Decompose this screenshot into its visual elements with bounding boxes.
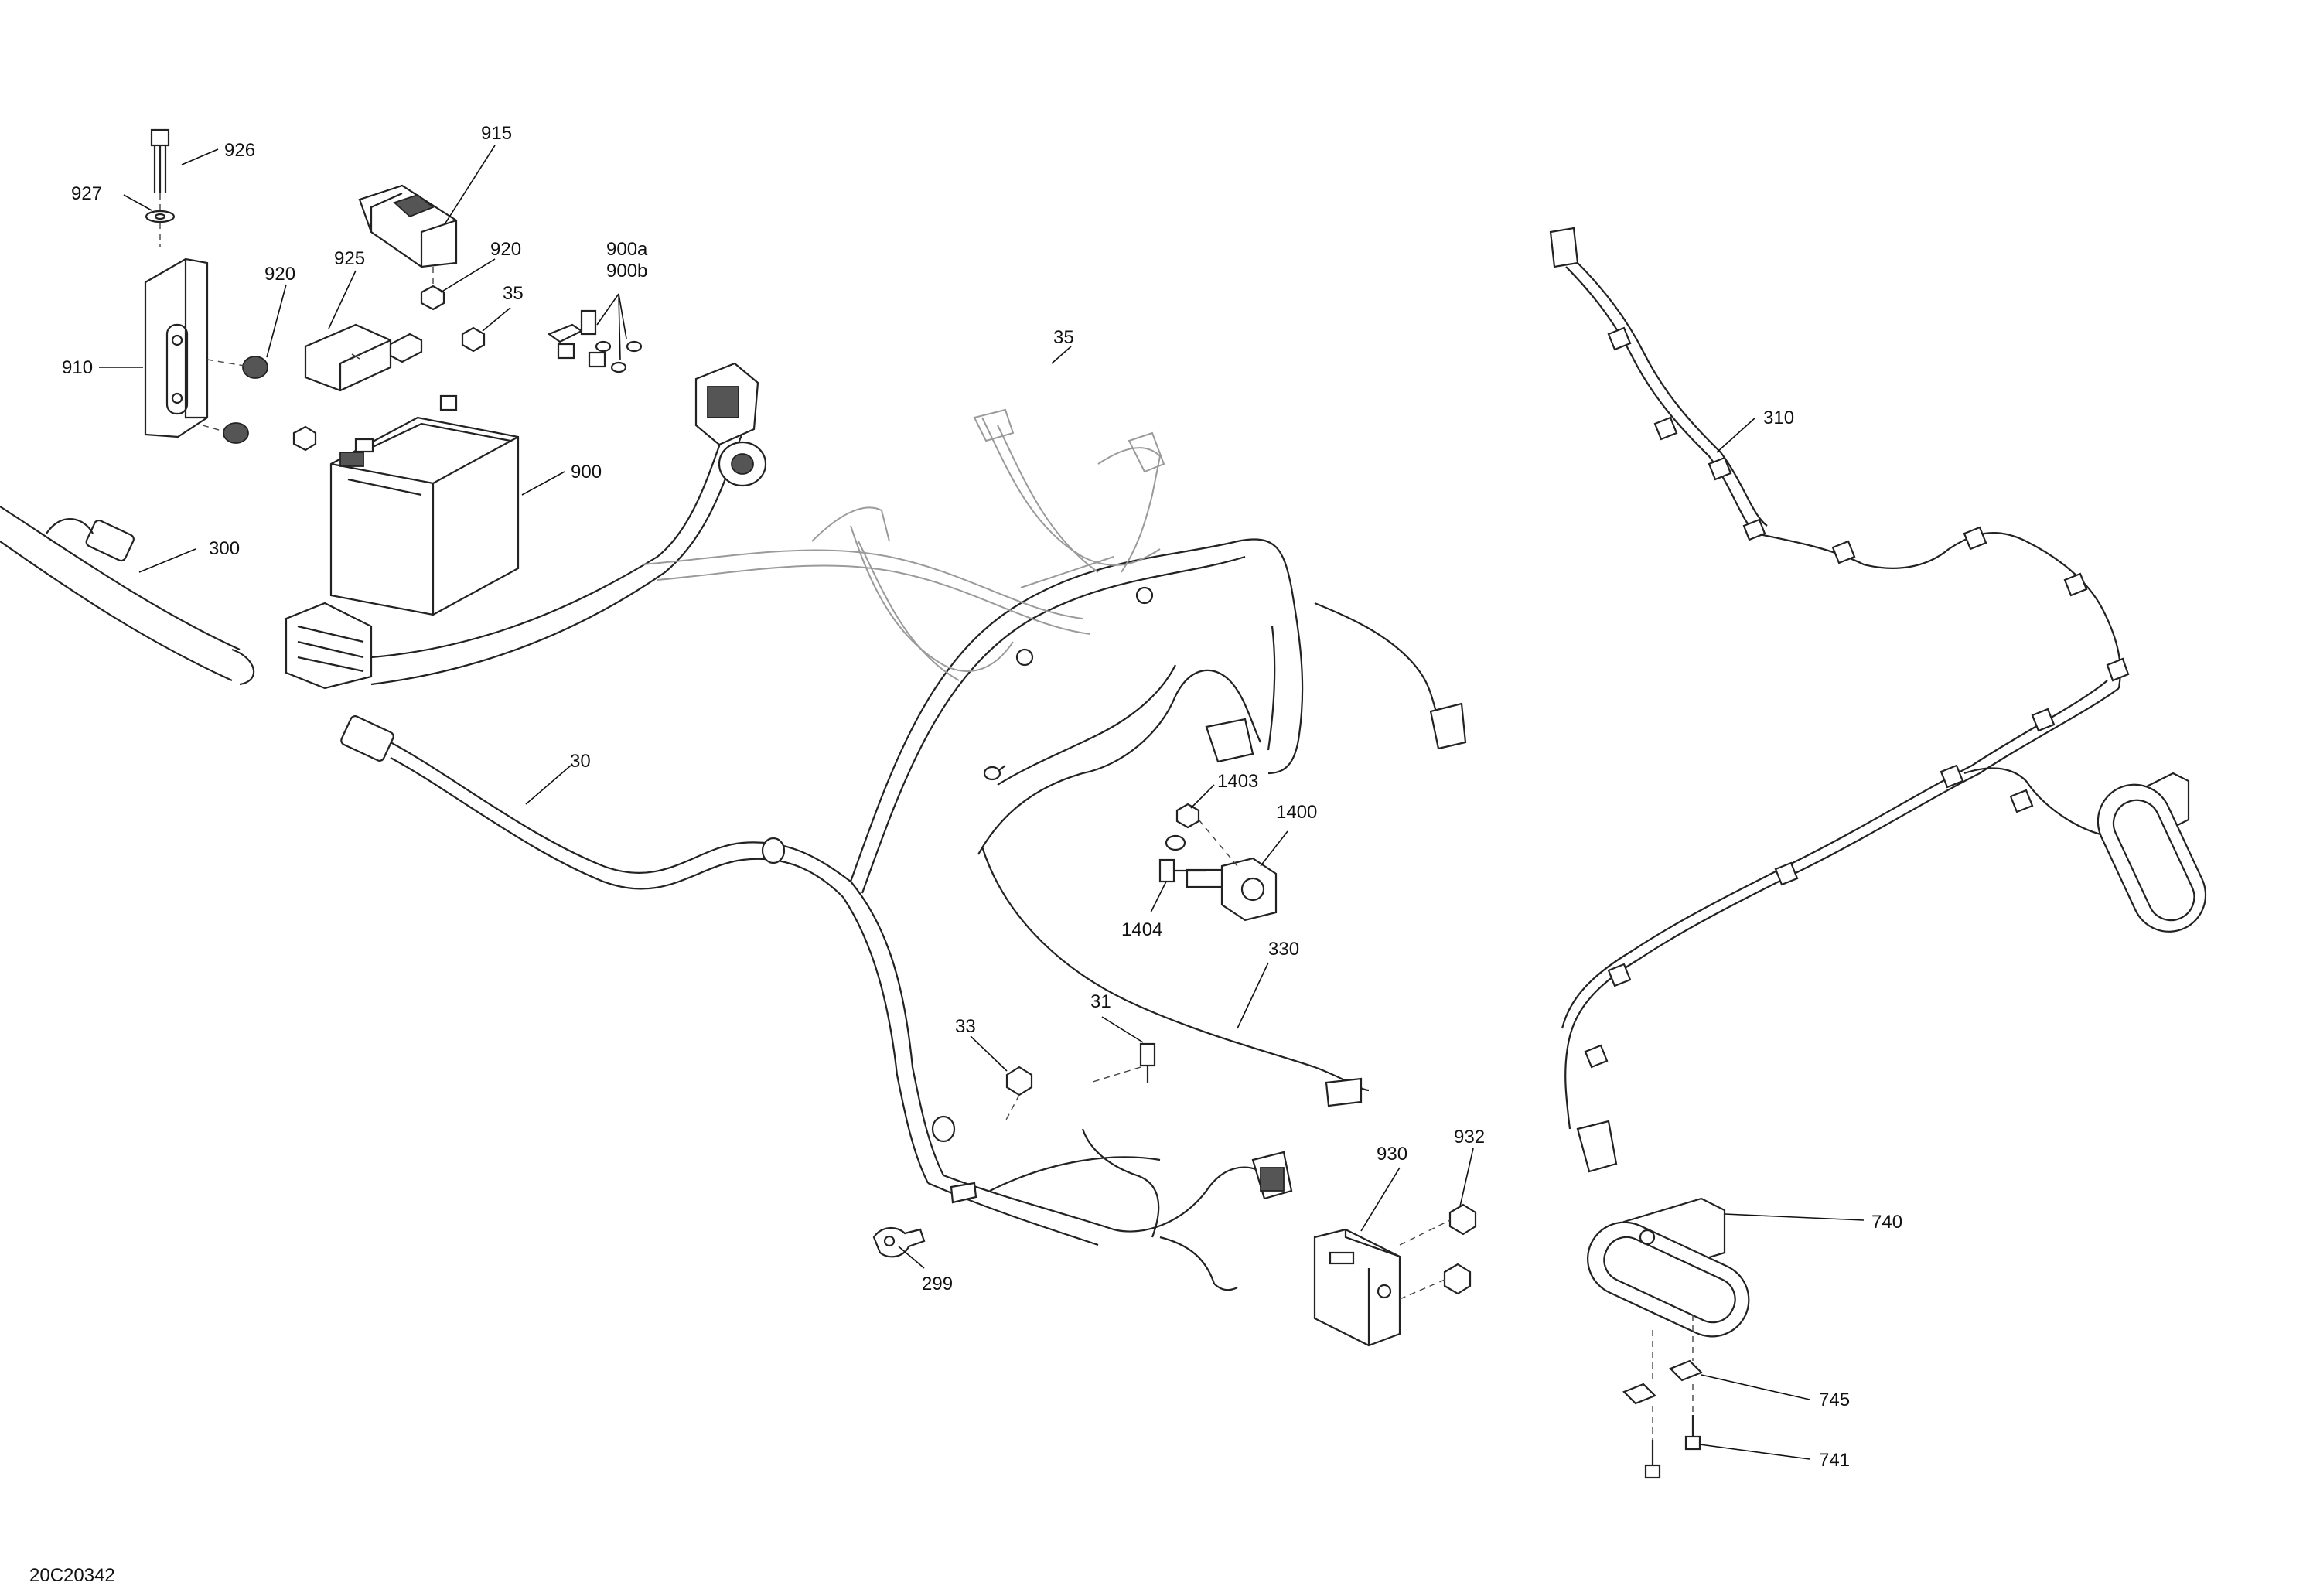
figure-id: 20C20342 bbox=[29, 1565, 115, 1586]
ground-eyelet-299 bbox=[872, 1227, 926, 1258]
tail-light-upper bbox=[2097, 772, 2207, 933]
callout-35-battery: 35 bbox=[503, 283, 524, 304]
callout-930: 930 bbox=[1377, 1144, 1407, 1165]
callout-1400: 1400 bbox=[1276, 802, 1317, 823]
sensor-1400 bbox=[1186, 857, 1278, 922]
control-module-930 bbox=[1313, 1228, 1401, 1347]
callout-927: 927 bbox=[71, 183, 102, 204]
callout-741: 741 bbox=[1819, 1450, 1850, 1471]
callout-310: 310 bbox=[1763, 408, 1794, 428]
callout-31: 31 bbox=[1090, 991, 1111, 1012]
harness-330 bbox=[977, 587, 1467, 1107]
callout-910: 910 bbox=[62, 357, 93, 378]
main-harness-30 bbox=[340, 538, 1293, 1291]
callout-932: 932 bbox=[1454, 1127, 1485, 1148]
terminal-bolts-900a-900b bbox=[547, 309, 643, 373]
callout-30: 30 bbox=[570, 751, 591, 772]
callout-920-bracket: 920 bbox=[264, 264, 295, 285]
leader-lines bbox=[99, 145, 1865, 1460]
battery-900 bbox=[329, 394, 520, 616]
callout-926: 926 bbox=[224, 140, 255, 161]
bolt-31 bbox=[1139, 1042, 1156, 1083]
callout-33: 33 bbox=[955, 1016, 976, 1037]
callout-900b: 900b bbox=[606, 261, 647, 281]
clip-nut-745 bbox=[1622, 1359, 1703, 1405]
rubber-grommet-920-lower bbox=[223, 422, 249, 444]
callout-35-frame: 35 bbox=[1053, 327, 1074, 348]
callout-labels: 926 927 915 920 920 925 900a 900b 35 35 … bbox=[62, 123, 1902, 1471]
harness-310 bbox=[1549, 227, 2166, 1173]
callout-1403: 1403 bbox=[1217, 771, 1258, 792]
nut-932-upper bbox=[1448, 1203, 1477, 1236]
main-harness-300 bbox=[0, 362, 767, 690]
nut-920-cover bbox=[420, 285, 445, 311]
callout-1404: 1404 bbox=[1121, 919, 1162, 940]
callout-925: 925 bbox=[334, 248, 365, 269]
bolt-1404 bbox=[1158, 858, 1206, 883]
terminal-cover-925 bbox=[304, 323, 423, 392]
battery-hold-down-bolt-926 bbox=[150, 128, 170, 193]
frame-background bbox=[641, 408, 1165, 681]
callout-915: 915 bbox=[481, 123, 512, 144]
washer-1403b bbox=[1165, 834, 1186, 851]
nut-35-battery bbox=[461, 326, 486, 353]
rubber-grommet-920-upper bbox=[242, 356, 268, 379]
screw-741 bbox=[1644, 1415, 1701, 1479]
nut-small-left bbox=[292, 425, 317, 452]
callout-300: 300 bbox=[209, 538, 240, 559]
battery-cover-915 bbox=[358, 184, 458, 268]
callout-920-cover: 920 bbox=[490, 239, 521, 260]
callout-299: 299 bbox=[922, 1274, 953, 1294]
callout-330: 330 bbox=[1268, 939, 1299, 960]
callout-900: 900 bbox=[571, 462, 602, 483]
callout-900a: 900a bbox=[606, 239, 648, 260]
callout-745: 745 bbox=[1819, 1390, 1850, 1410]
nut-33 bbox=[1005, 1066, 1033, 1096]
nut-1403 bbox=[1175, 803, 1200, 829]
battery-bracket-910 bbox=[144, 257, 209, 438]
washer-927 bbox=[145, 210, 176, 223]
callout-740: 740 bbox=[1871, 1212, 1902, 1233]
nut-932-lower bbox=[1443, 1263, 1472, 1295]
tail-light-740 bbox=[1587, 1197, 1750, 1338]
